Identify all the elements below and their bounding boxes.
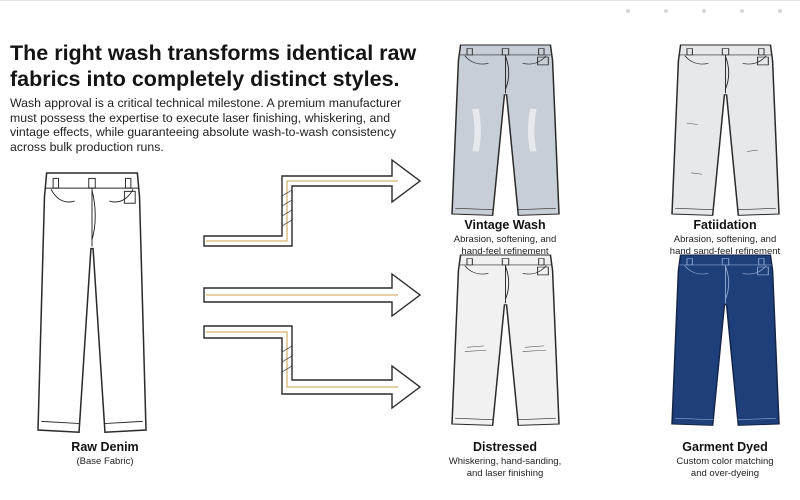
process-arrow-bottom: [203, 325, 422, 410]
fading-jeans-illustration: [671, 44, 780, 217]
garment-dyed-title: Garment Dyed: [682, 440, 768, 454]
raw-denim-title: Raw Denim: [71, 440, 139, 454]
distressed-label: Distressed Whiskering, hand-sanding, and…: [430, 440, 580, 479]
intro-line-2: must possess the expertise to execute la…: [10, 110, 391, 125]
intro-line-4: across bulk production runs.: [10, 139, 164, 154]
raw-denim-label: Raw Denim (Base Fabric): [40, 440, 170, 468]
garment-dyed-jeans-illustration: [671, 254, 780, 427]
vintage-wash-title: Vintage Wash: [464, 218, 546, 232]
distressed-title: Distressed: [473, 440, 537, 454]
vintage-wash-label: Vintage Wash Abrasion, softening, and ha…: [430, 218, 580, 257]
fading-title: Fatiidation: [693, 218, 757, 232]
distressed-description-2: and laser finishing: [466, 467, 544, 479]
distressed-description-1: Whiskering, hand-sanding,: [448, 456, 562, 467]
headline: The right wash transforms identical raw …: [10, 40, 440, 92]
headline-line-1: The right wash transforms identical raw: [10, 41, 417, 65]
headline-line-2: fabrics into completely distinct styles.: [10, 67, 400, 91]
distressed-jeans-illustration: [451, 254, 560, 427]
intro-line-3: vintage effects, while guaranteeing abso…: [10, 125, 396, 140]
process-arrow-top-hatching: [281, 189, 293, 227]
vintage-wash-jeans-illustration: [451, 44, 560, 217]
garment-dyed-description-1: Custom color matching: [676, 456, 774, 467]
fading-label: Fatiidation Abrasion, softening, and han…: [645, 218, 800, 257]
garment-dyed-description-2: and over-dyeing: [690, 467, 760, 479]
intro-paragraph: Wash approval is a critical technical mi…: [10, 96, 440, 154]
process-arrow-middle: [203, 272, 422, 318]
fading-description-1: Abrasion, softening, and: [673, 234, 777, 245]
vintage-wash-description-1: Abrasion, softening, and: [453, 234, 557, 245]
process-arrow-top: [203, 158, 422, 247]
intro-line-1: Wash approval is a critical technical mi…: [10, 96, 402, 110]
garment-dyed-label: Garment Dyed Custom color matching and o…: [650, 440, 800, 479]
raw-denim-subtitle: (Base Fabric): [76, 456, 134, 467]
vintage-wash-description-2: hand-feel refinement: [461, 245, 549, 257]
raw-denim-jeans-illustration: [37, 172, 147, 433]
fading-description-2: hand sand-feel refinement: [669, 245, 781, 257]
decorative-dot-row: [626, 9, 782, 13]
